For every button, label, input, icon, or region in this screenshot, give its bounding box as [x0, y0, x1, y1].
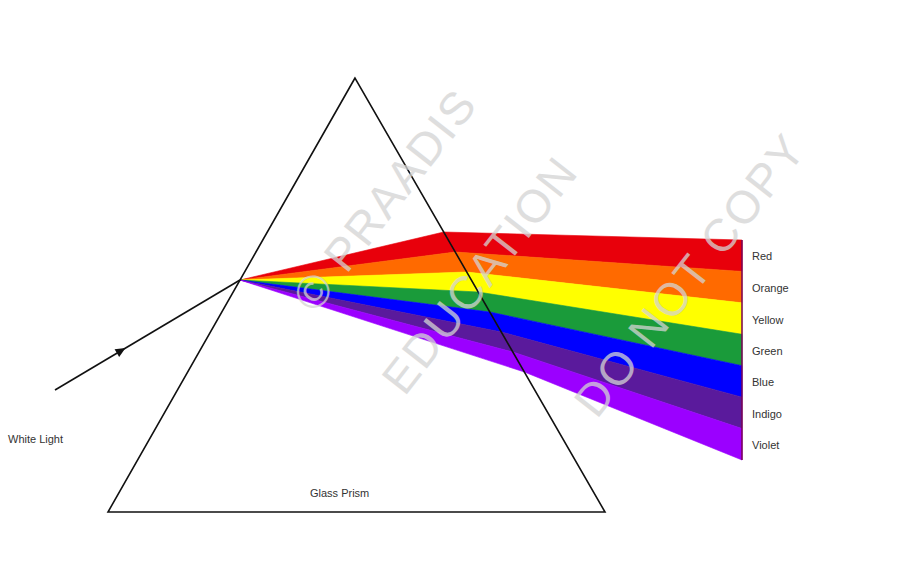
watermark: © PRAADIS: [283, 79, 487, 320]
color-label: Yellow: [752, 314, 783, 326]
glass-prism: [108, 78, 605, 512]
color-label: Blue: [752, 376, 774, 388]
color-label: Indigo: [752, 408, 782, 420]
light-ray: [55, 280, 240, 390]
watermark: DO NOT COPY: [564, 124, 815, 426]
spectrum-band: [240, 280, 742, 460]
prism-label: Glass Prism: [310, 487, 369, 499]
ray-label: White Light: [8, 433, 63, 445]
color-label: Red: [752, 250, 772, 262]
ray-arrowhead: [115, 348, 126, 357]
watermark: EDUCATION: [372, 147, 588, 403]
color-label: Green: [752, 345, 783, 357]
color-label: Orange: [752, 282, 789, 294]
color-label: Violet: [752, 439, 779, 451]
spectrum-edge: [741, 240, 743, 460]
